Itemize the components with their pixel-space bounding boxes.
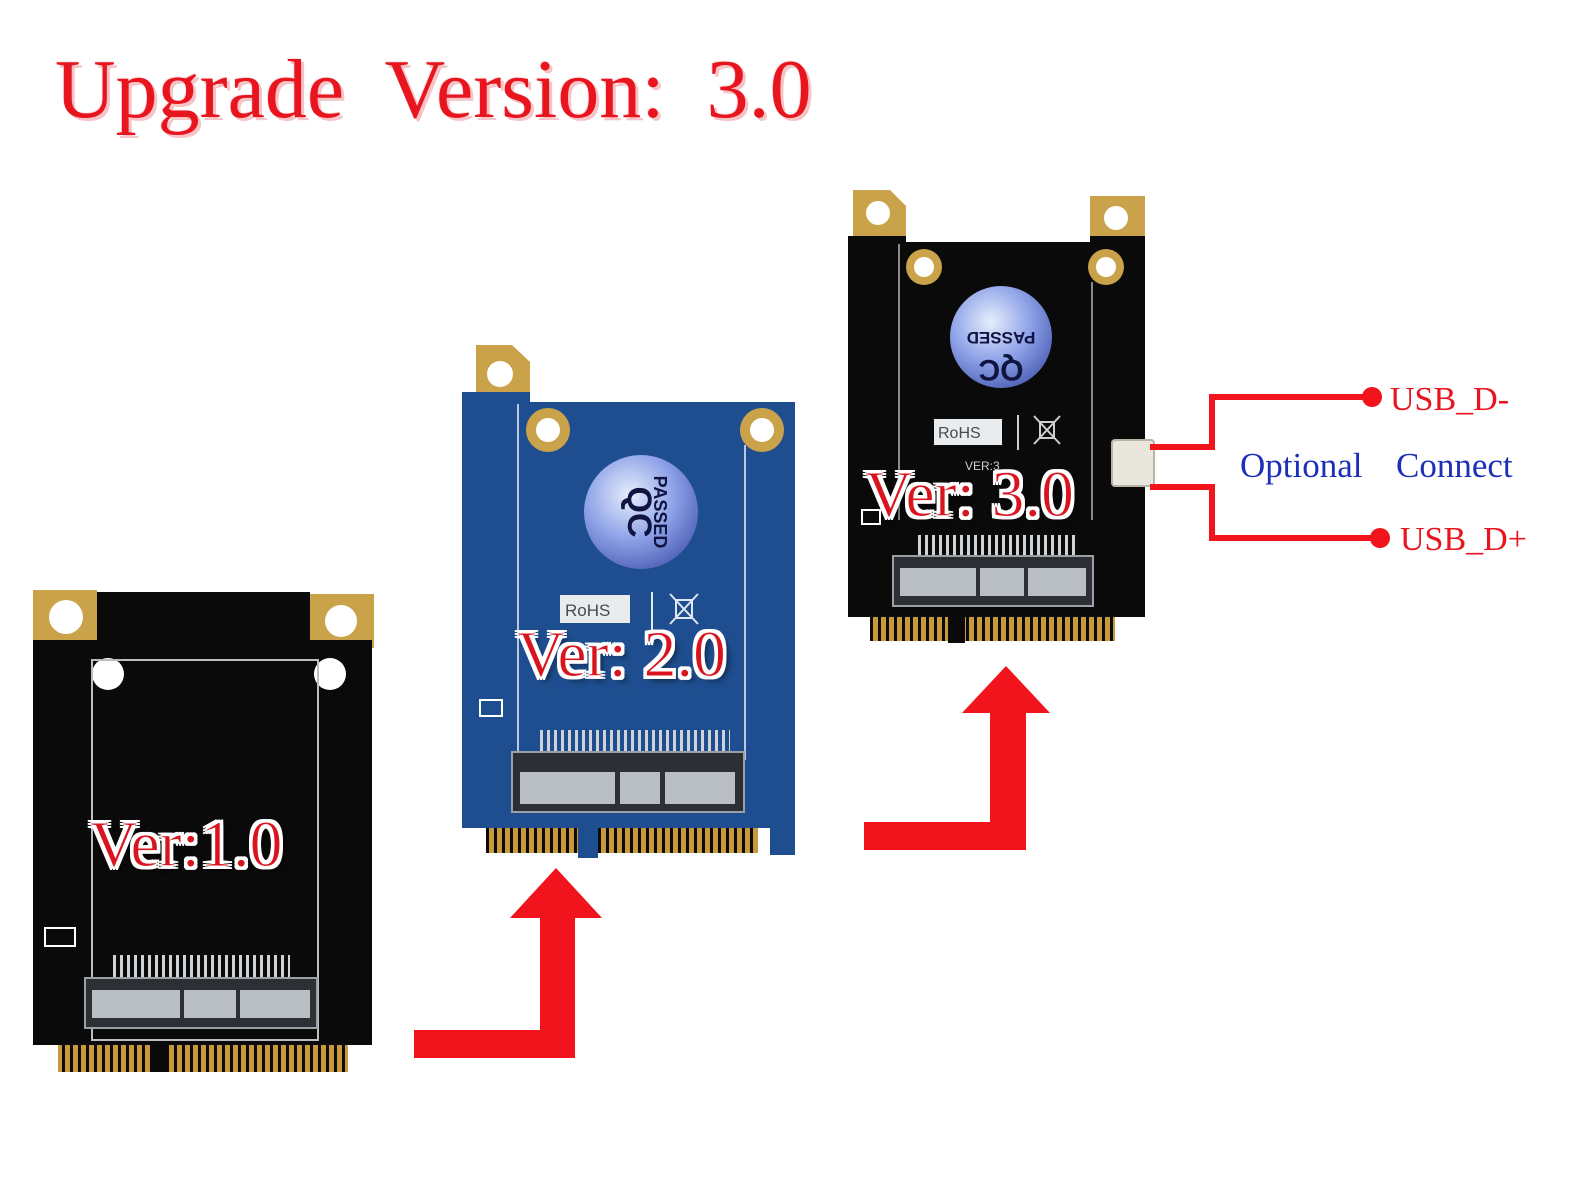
usb-leader-lines (1150, 394, 1380, 541)
card-ver1 (33, 590, 374, 1072)
qc-passed-label: PASSED (967, 328, 1036, 347)
mount-hole (92, 658, 124, 690)
version-label-2: Ver: 2.0 (517, 618, 727, 691)
card-ver2: QC PASSED RoHS (462, 345, 795, 858)
weee-bin-icon (669, 593, 699, 625)
usb-d-minus-label: USB_D- (1390, 381, 1510, 418)
gold-fingers (598, 828, 758, 853)
version-label-1: Ver:1.0 (89, 808, 283, 881)
rohs-label-box (560, 595, 630, 623)
step-up-arrow (414, 868, 602, 1058)
version-label-3: Ver: 3.0 (865, 458, 1075, 531)
gold-fingers (58, 1045, 150, 1072)
weee-bin-icon (1033, 415, 1061, 445)
gold-fingers (168, 1045, 348, 1072)
gold-fingers (870, 617, 948, 641)
step-up-arrow (864, 666, 1050, 850)
qc-label: QC (979, 353, 1024, 386)
gold-fingers (486, 828, 578, 853)
rohs-label-box (934, 419, 1002, 445)
page-title: Upgrade Version: 3.0 (55, 43, 812, 136)
card-ver3: QC PASSED RoHS VER:3 (848, 190, 1155, 643)
mount-hole (314, 658, 346, 690)
optional-connect-label: Optional Connect (1240, 446, 1513, 485)
usb-header-connector (1111, 439, 1155, 487)
qc-passed-sticker (950, 286, 1052, 388)
rohs-label: RoHS (938, 425, 981, 442)
qc-label: QC (620, 487, 658, 538)
pin-dot (1362, 387, 1382, 407)
usb-d-plus-label: USB_D+ (1400, 521, 1527, 558)
qc-passed-label: PASSED (650, 476, 670, 549)
silkscreen-version: VER:3 (965, 459, 1000, 473)
pin-dot (1370, 528, 1390, 548)
qc-passed-sticker (584, 455, 698, 569)
board-body (33, 592, 372, 1072)
rohs-label: RoHS (565, 601, 610, 620)
gold-fingers (965, 617, 1115, 641)
